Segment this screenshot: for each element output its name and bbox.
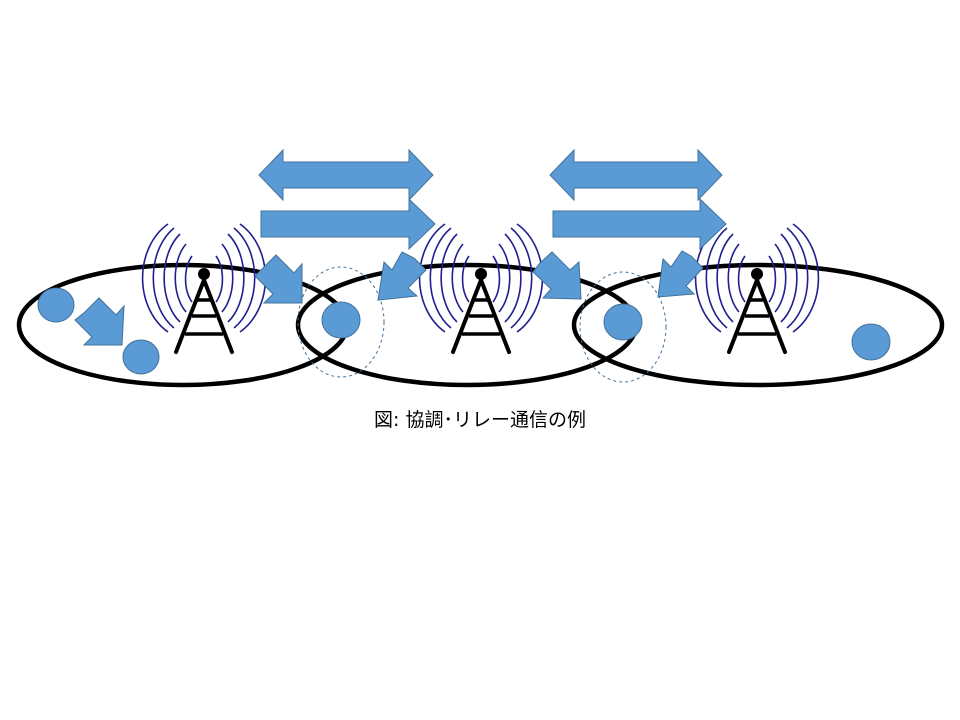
device-move-arrow xyxy=(74,297,125,346)
bs1-bs2-bidirectional-arrow xyxy=(258,148,434,202)
device-5 xyxy=(851,323,891,361)
bs2-to-bs3-arrow xyxy=(552,197,727,251)
relay-zone-1 xyxy=(297,266,385,378)
device-2 xyxy=(122,339,160,375)
bs2-to-relay2-arrow xyxy=(532,251,582,300)
figure-caption: 図: 協調･リレー通信の例 xyxy=(374,409,586,431)
base-station-1 xyxy=(141,223,267,354)
device-1 xyxy=(37,287,75,323)
base-station-3 xyxy=(694,223,820,354)
bs2-bs3-bidirectional-arrow xyxy=(549,148,723,202)
bs1-to-relay-arrow xyxy=(254,254,303,304)
bs2-to-relay1-arrow xyxy=(377,251,427,301)
base-station-2 xyxy=(418,223,544,354)
cell-3 xyxy=(571,262,945,388)
device-4 xyxy=(603,303,643,341)
device-3 xyxy=(321,301,361,339)
relay-zone-2 xyxy=(579,271,667,383)
bs3-to-relay2-arrow xyxy=(657,250,704,298)
bs1-to-bs2-arrow xyxy=(260,197,436,251)
